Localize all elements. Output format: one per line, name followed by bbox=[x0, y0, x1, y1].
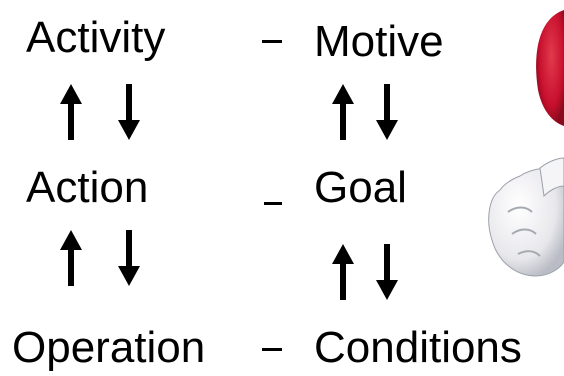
cartoon-glove-icon bbox=[488, 10, 564, 277]
operation-label: Operation bbox=[12, 323, 206, 372]
arrow-down-icon bbox=[118, 230, 140, 286]
arrow-up-icon bbox=[60, 84, 82, 140]
action-goal-dash bbox=[264, 202, 282, 205]
arrow-down-icon bbox=[376, 244, 398, 300]
activity-motive-dash bbox=[262, 40, 282, 43]
activity-label: Activity bbox=[26, 13, 166, 62]
conditions-label: Conditions bbox=[314, 323, 522, 372]
arrow-up-icon bbox=[332, 244, 354, 300]
goal-label: Goal bbox=[314, 163, 407, 212]
operation-conditions-dash bbox=[262, 348, 282, 351]
arrow-up-icon bbox=[332, 84, 354, 140]
arrow-up-icon bbox=[60, 230, 82, 286]
action-label: Action bbox=[26, 163, 149, 212]
motive-label: Motive bbox=[314, 17, 444, 66]
arrow-down-icon bbox=[376, 84, 398, 140]
arrow-down-icon bbox=[118, 84, 140, 140]
